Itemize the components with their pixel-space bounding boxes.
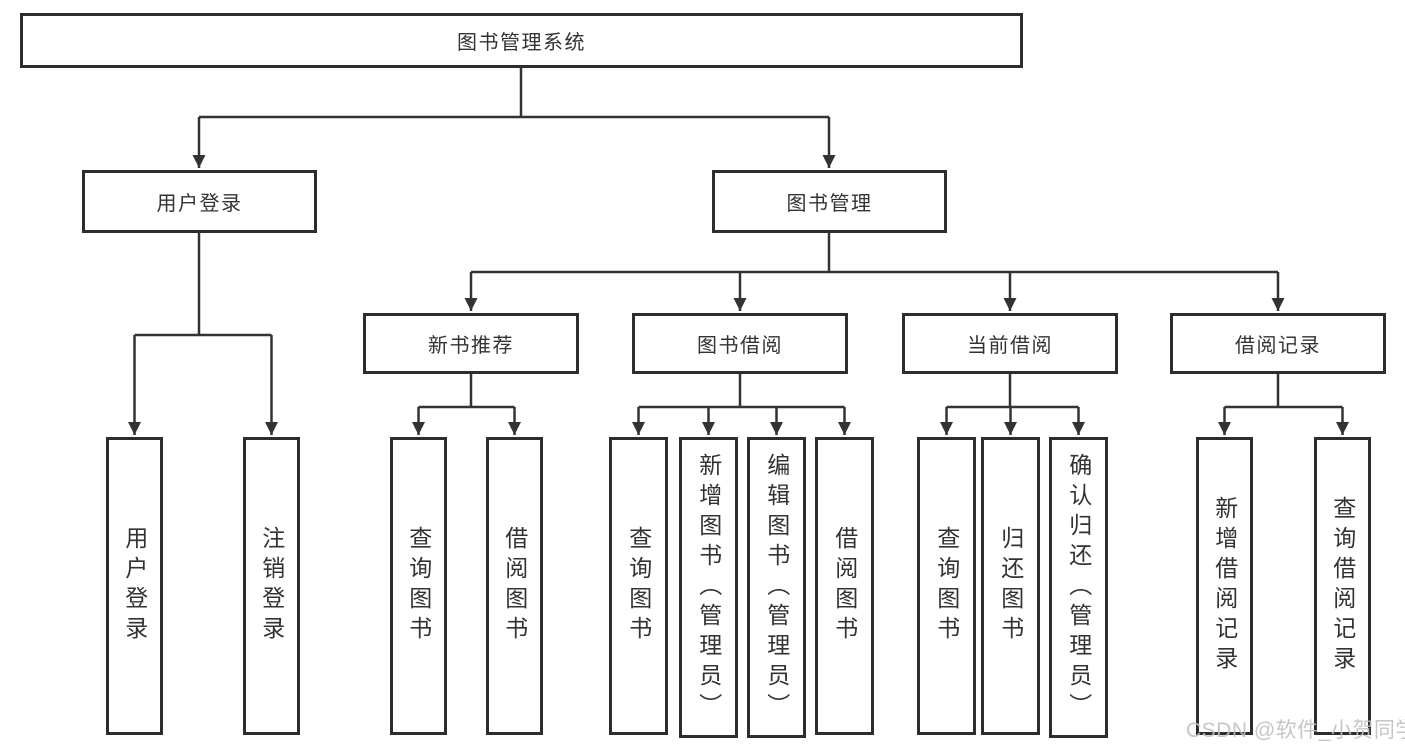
node-book-mgmt-label: 图书管理 [786,193,873,215]
leaf-record-add-label: 新增借阅记录 [1211,496,1238,676]
leaf-logout: 注销登录 [243,437,300,735]
leaf-borrow-query: 查询图书 [609,437,668,735]
leaf-user-login-label: 用户登录 [121,526,148,646]
node-new-book: 新书推荐 [363,313,579,374]
node-current: 当前借阅 [902,313,1118,374]
leaf-borrow-edit: 编辑图书（管理员） [747,437,806,738]
leaf-user-login: 用户登录 [106,437,163,735]
node-new-book-label: 新书推荐 [428,335,514,357]
node-borrow: 图书借阅 [632,313,848,374]
leaf-borrow-query-label: 查询图书 [625,526,652,646]
leaf-record-query: 查询借阅记录 [1314,437,1371,735]
node-root: 图书管理系统 [20,13,1023,68]
node-user-login: 用户登录 [82,170,317,233]
csdn-watermark: CSDN @软件_小贺同学 [1186,719,1405,742]
leaf-borrow-add: 新增图书（管理员） [679,437,738,738]
leaf-borrow-borrow-label: 借阅图书 [831,526,858,646]
leaf-record-query-label: 查询借阅记录 [1329,496,1356,676]
leaf-borrow-add-label: 新增图书（管理员） [695,452,722,723]
leaf-borrow-borrow: 借阅图书 [815,437,874,735]
leaf-current-confirm: 确认归还（管理员） [1049,437,1108,738]
leaf-current-query-label: 查询图书 [933,526,960,646]
leaf-new-book-borrow-label: 借阅图书 [501,526,528,646]
leaf-logout-label: 注销登录 [258,526,285,646]
leaf-borrow-edit-label: 编辑图书（管理员） [763,452,790,723]
node-record: 借阅记录 [1170,313,1386,374]
node-record-label: 借阅记录 [1235,335,1321,357]
node-borrow-label: 图书借阅 [697,335,783,357]
leaf-current-return: 归还图书 [981,437,1040,735]
leaf-current-return-label: 归还图书 [997,526,1024,646]
leaf-current-confirm-label: 确认归还（管理员） [1065,452,1092,723]
node-root-label: 图书管理系统 [457,32,586,54]
leaf-record-add: 新增借阅记录 [1196,437,1253,735]
node-user-login-label: 用户登录 [156,193,243,215]
leaf-new-book-query: 查询图书 [390,437,447,735]
node-book-mgmt: 图书管理 [712,170,947,233]
leaf-current-query: 查询图书 [917,437,976,735]
node-current-label: 当前借阅 [967,335,1053,357]
leaf-new-book-query-label: 查询图书 [405,526,432,646]
leaf-new-book-borrow: 借阅图书 [486,437,543,735]
